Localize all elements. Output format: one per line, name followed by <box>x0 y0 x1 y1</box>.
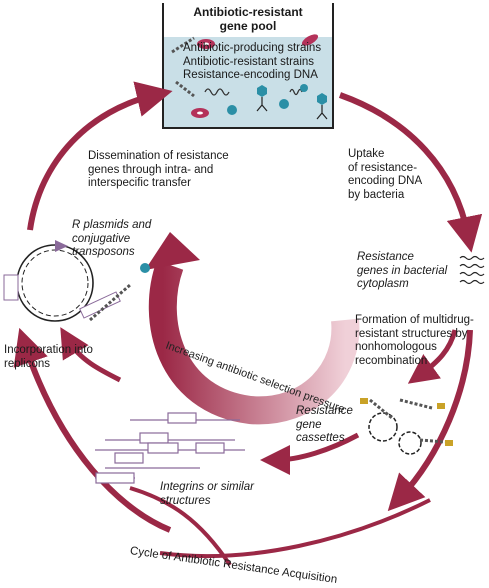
cell-icon <box>227 105 237 115</box>
label-line: resistant structures by <box>355 327 468 340</box>
r-plasmids-label: R plasmids and conjugative transposons <box>72 219 151 260</box>
pool-item: Antibiotic-resistant strains <box>183 55 315 68</box>
label-line: Dissemination of resistance <box>88 150 229 162</box>
phage-icon <box>316 93 328 120</box>
label-line: Incorporation into <box>4 344 93 356</box>
label-line: Uptake <box>348 148 385 160</box>
label-line: Integrins or similar <box>160 481 254 493</box>
dna-coil-icon <box>204 88 230 96</box>
label-line: R plasmids and <box>72 219 152 231</box>
uptake-label: Uptake of resistance- encoding DNA by ba… <box>348 148 422 202</box>
label-line: transposons <box>72 246 135 258</box>
label-line: of resistance- <box>348 161 418 174</box>
label-line: cassettes <box>296 432 345 444</box>
label-line: cytoplasm <box>357 278 409 290</box>
label-line: gene <box>296 418 322 431</box>
gene-cassettes-icon <box>360 398 453 455</box>
pool-item: Resistance-encoding DNA <box>183 69 318 81</box>
label-line: encoding DNA <box>348 175 423 187</box>
cytoplasm-genes-icon <box>459 255 485 285</box>
integrins-icon <box>95 412 245 484</box>
cassettes-label: Resistance gene cassettes <box>296 405 353 446</box>
pool-item: Antibiotic-producing strains <box>183 42 322 54</box>
pool-contents-icons <box>171 34 328 120</box>
pool-title-line: gene pool <box>219 19 277 33</box>
phage-icon <box>256 85 268 112</box>
label-line: Resistance <box>357 251 414 263</box>
gene-pool-items: Antibiotic-producing strains Antibiotic-… <box>183 42 321 83</box>
pool-title-line: Antibiotic-resistant <box>193 5 303 19</box>
incorporation-label: Incorporation into replicons <box>4 344 93 371</box>
bacterium-icon <box>191 108 209 118</box>
dissemination-label: Dissemination of resistance genes throug… <box>88 150 229 191</box>
label-line: replicons <box>4 357 51 370</box>
resistance-genes-label: Resistance genes in bacterial cytoplasm <box>357 251 447 292</box>
bacterium-icon <box>301 34 319 46</box>
label-line: recombination <box>355 354 428 367</box>
r-plasmid-icon <box>3 240 150 322</box>
dna-fragment-icon <box>171 36 195 54</box>
cell-icon <box>279 99 289 109</box>
label-line: interspecific transfer <box>88 177 191 189</box>
label-line: genes through intra- and <box>88 163 214 176</box>
formation-label: Formation of multidrug- resistant struct… <box>355 314 474 368</box>
dna-fragment-icon <box>175 80 195 98</box>
antibiotic-resistance-cycle-diagram: Increasing antibiotic selection pressure <box>3 3 485 567</box>
integrins-label: Integrins or similar structures <box>160 481 254 508</box>
label-line: Resistance <box>296 405 353 417</box>
label-line: conjugative <box>72 232 131 245</box>
selection-pressure-arrow <box>145 232 360 425</box>
label-line: Formation of multidrug- <box>355 314 474 326</box>
gene-pool-title: Antibiotic-resistant gene pool <box>163 5 333 33</box>
cell-icon <box>300 84 308 92</box>
label-line: by bacteria <box>348 188 405 201</box>
label-line: nonhomologous <box>355 341 437 353</box>
label-line: genes in bacterial <box>357 264 448 277</box>
cycle-arrows <box>13 81 483 567</box>
dna-coil-icon <box>289 88 303 96</box>
label-line: structures <box>160 494 211 507</box>
bacterium-icon <box>197 39 215 49</box>
